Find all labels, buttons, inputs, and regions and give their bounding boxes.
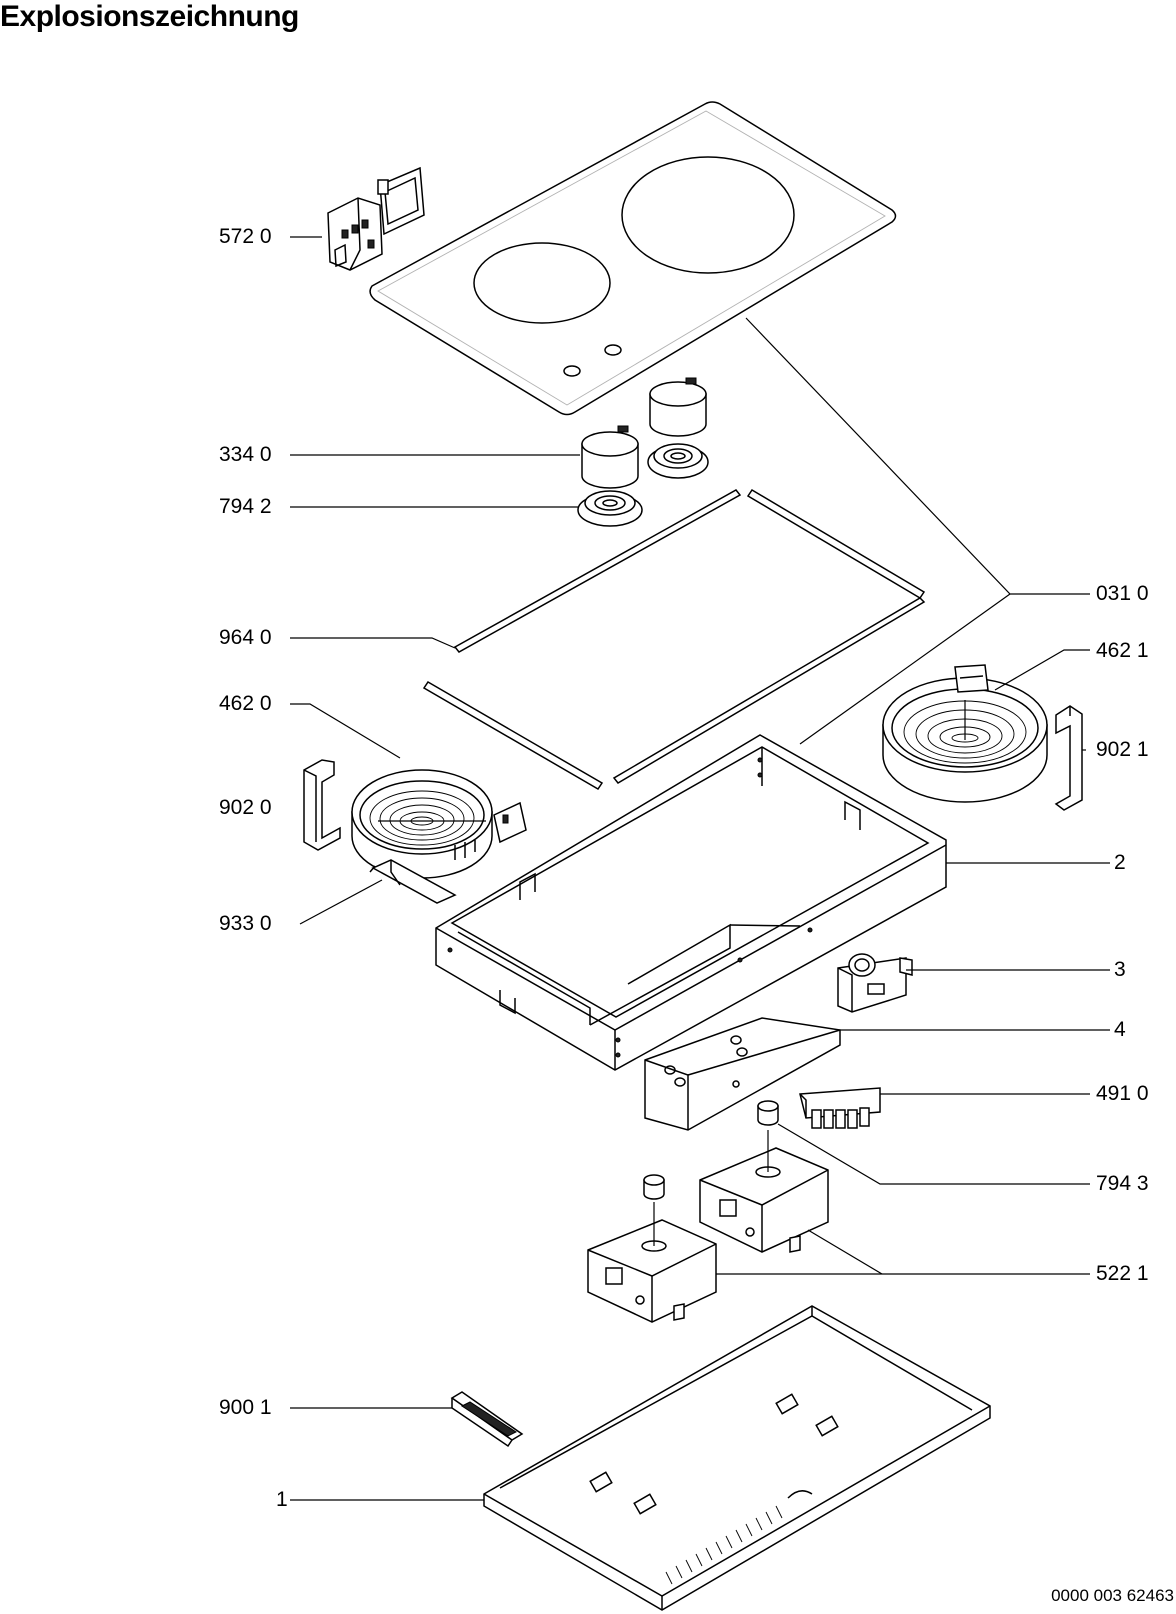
shaft-spacer-right bbox=[757, 1100, 779, 1126]
cable-clip-part bbox=[450, 1391, 524, 1448]
switch-mounting-plate bbox=[644, 1017, 841, 1131]
callout-794-3: 794 3 bbox=[1096, 1172, 1149, 1195]
callout-572-0: 572 0 bbox=[219, 225, 272, 248]
mounting-bracket-right bbox=[1054, 705, 1083, 811]
energy-regulator-right bbox=[699, 1130, 829, 1253]
control-knob-right bbox=[649, 377, 707, 437]
base-tray bbox=[483, 1305, 991, 1611]
leader-lines bbox=[290, 236, 1110, 1501]
callout-1: 1 bbox=[276, 1488, 288, 1511]
shaft-spacer-left bbox=[643, 1174, 665, 1200]
retaining-clip bbox=[369, 859, 457, 904]
callout-794-2: 794 2 bbox=[219, 495, 272, 518]
callout-4: 4 bbox=[1114, 1018, 1126, 1041]
control-module-part bbox=[327, 166, 425, 271]
callout-462-1: 462 1 bbox=[1096, 639, 1149, 662]
callout-491-0: 491 0 bbox=[1096, 1082, 1149, 1105]
callout-902-1: 902 1 bbox=[1096, 738, 1149, 761]
radiant-heater-left bbox=[351, 769, 527, 879]
page-title: Explosionszeichnung bbox=[0, 0, 299, 33]
terminal-block bbox=[799, 1087, 881, 1129]
knob-ring-left bbox=[577, 490, 643, 527]
callout-522-1: 522 1 bbox=[1096, 1262, 1149, 1285]
mounting-bracket-left bbox=[303, 759, 341, 851]
sealing-strips bbox=[422, 488, 926, 791]
callout-2: 2 bbox=[1114, 851, 1126, 874]
callout-462-0: 462 0 bbox=[219, 692, 272, 715]
glass-ceramic-hob-top bbox=[369, 101, 897, 416]
callout-964-0: 964 0 bbox=[219, 626, 272, 649]
radiant-heater-right bbox=[882, 664, 1048, 803]
document-number: 0000 003 62463 bbox=[1051, 1586, 1174, 1605]
callout-900-1: 900 1 bbox=[219, 1396, 272, 1419]
knob-ring-right bbox=[647, 443, 709, 479]
callout-334-0: 334 0 bbox=[219, 443, 272, 466]
callout-031-0: 031 0 bbox=[1096, 582, 1149, 605]
callout-902-0: 902 0 bbox=[219, 796, 272, 819]
energy-regulator-left bbox=[587, 1202, 717, 1323]
hob-frame-housing bbox=[435, 734, 947, 1071]
callout-933-0: 933 0 bbox=[219, 912, 272, 935]
terminal-bracket bbox=[837, 953, 913, 1013]
control-knob-left bbox=[581, 425, 639, 489]
callout-3: 3 bbox=[1114, 958, 1126, 981]
